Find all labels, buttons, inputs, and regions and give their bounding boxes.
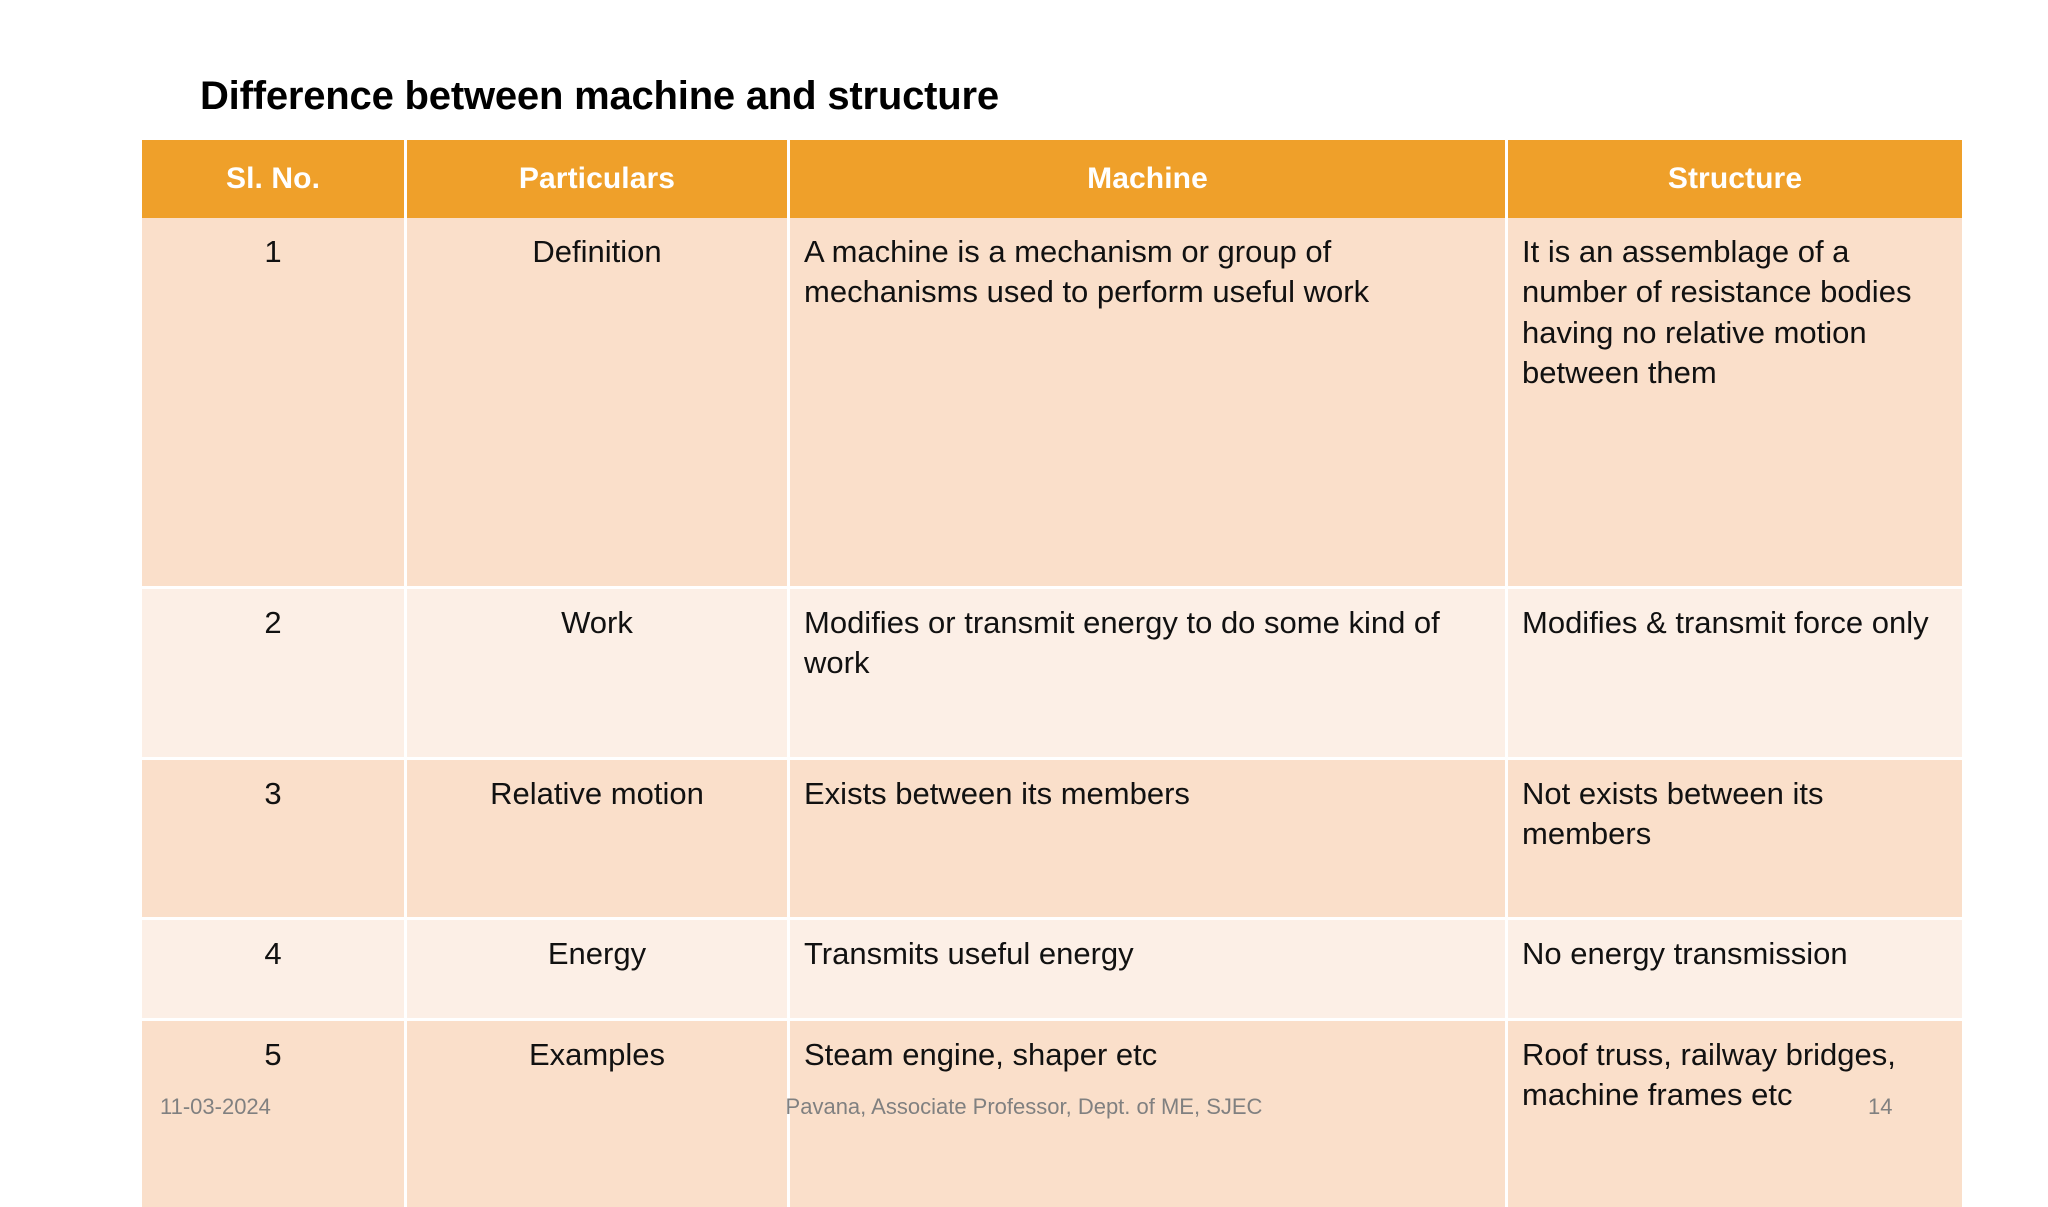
table-row: 2 Work Modifies or transmit energy to do…	[142, 589, 1962, 760]
cell-particulars: Energy	[407, 920, 790, 1021]
cell-sl-no: 2	[142, 589, 407, 760]
cell-sl-no: 3	[142, 760, 407, 920]
comparison-table-container: Sl. No. Particulars Machine Structure 1 …	[142, 140, 1962, 1207]
comparison-table: Sl. No. Particulars Machine Structure 1 …	[142, 140, 1962, 1207]
column-header-machine: Machine	[790, 140, 1508, 218]
table-row: 1 Definition A machine is a mechanism or…	[142, 218, 1962, 589]
cell-structure: Not exists between its members	[1508, 760, 1962, 920]
table-row: 3 Relative motion Exists between its mem…	[142, 760, 1962, 920]
cell-structure: Modifies & transmit force only	[1508, 589, 1962, 760]
table-body: 1 Definition A machine is a mechanism or…	[142, 218, 1962, 1207]
cell-machine: Transmits useful energy	[790, 920, 1508, 1021]
footer-credit-text: Pavana, Associate Professor, Dept. of ME…	[785, 1094, 1263, 1119]
cell-particulars: Definition	[407, 218, 790, 589]
table-row: 4 Energy Transmits useful energy No ener…	[142, 920, 1962, 1021]
cell-particulars: Relative motion	[407, 760, 790, 920]
cell-machine: Exists between its members	[790, 760, 1508, 920]
cell-sl-no: 1	[142, 218, 407, 589]
column-header-particulars: Particulars	[407, 140, 790, 218]
table-header-row: Sl. No. Particulars Machine Structure	[142, 140, 1962, 218]
slide-footer: 11-03-2024 Pavana, Associate Professor, …	[0, 1094, 2048, 1134]
cell-structure: It is an assemblage of a number of resis…	[1508, 218, 1962, 589]
cell-machine: A machine is a mechanism or group of mec…	[790, 218, 1508, 589]
cell-machine: Modifies or transmit energy to do some k…	[790, 589, 1508, 760]
cell-sl-no: 4	[142, 920, 407, 1021]
cell-particulars: Work	[407, 589, 790, 760]
column-header-structure: Structure	[1508, 140, 1962, 218]
cell-structure: No energy transmission	[1508, 920, 1962, 1021]
table-header: Sl. No. Particulars Machine Structure	[142, 140, 1962, 218]
column-header-sl-no: Sl. No.	[142, 140, 407, 218]
footer-date: 11-03-2024	[160, 1094, 271, 1119]
slide-canvas: Difference between machine and structure…	[0, 74, 2048, 1207]
table-row: 5 Examples Steam engine, shaper etc Roof…	[142, 1021, 1962, 1207]
page-title: Difference between machine and structure	[200, 74, 999, 118]
footer-page-number: 14	[1868, 1094, 1893, 1119]
